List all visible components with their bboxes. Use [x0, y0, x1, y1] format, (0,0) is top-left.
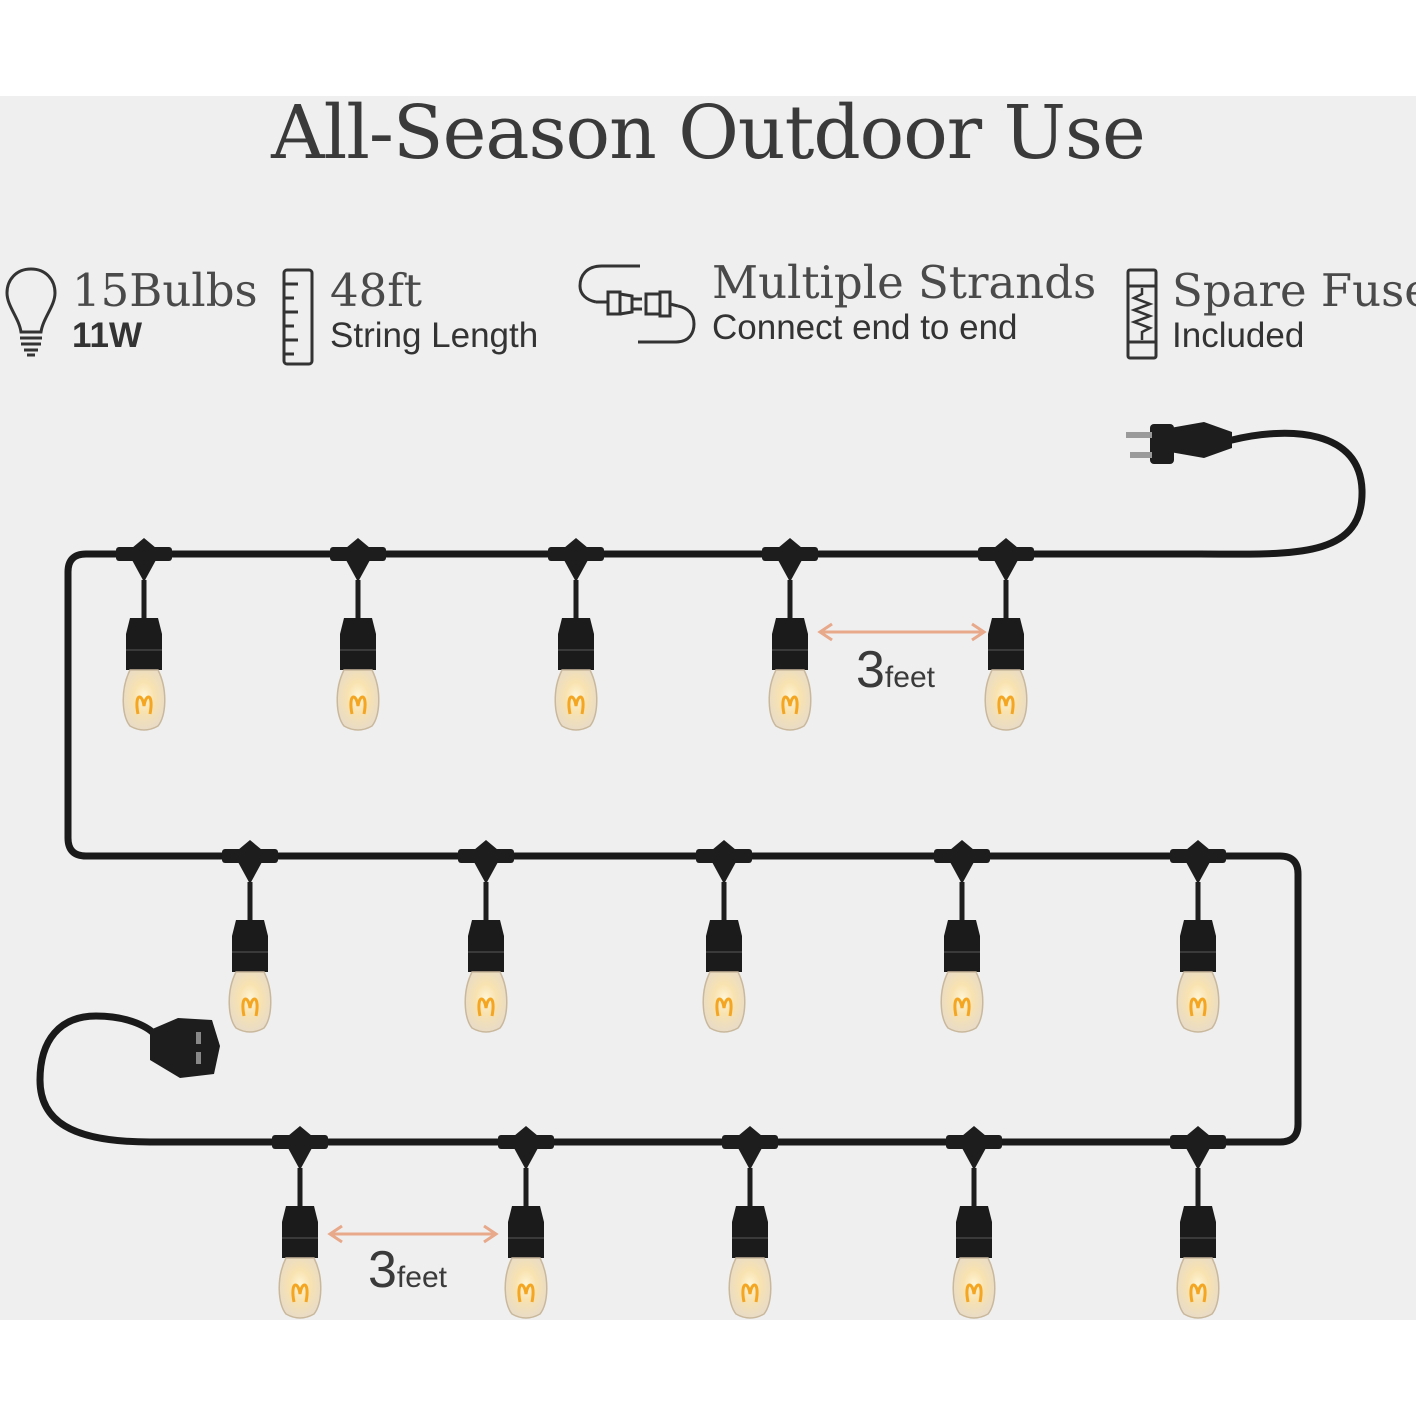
feature-strands-desc: Connect end to end: [712, 308, 1018, 347]
light-bulb: [722, 1126, 778, 1319]
feature-strands-title: Multiple Strands: [712, 256, 1097, 309]
feature-strands: Multiple Strands Connect end to end: [712, 258, 1096, 348]
socket-icon: [150, 1018, 220, 1078]
feature-length-value: 48ft: [330, 264, 422, 317]
connector-plug-icon: [578, 264, 696, 344]
light-bulb: [762, 538, 818, 731]
spacing-number: 3: [856, 641, 885, 699]
feature-bulbs: 15Bulbs 11W: [72, 266, 258, 356]
background-panel: [0, 96, 1416, 1320]
feature-fuse-desc: Included: [1172, 316, 1305, 355]
light-bulb: [498, 1126, 554, 1319]
light-bulb: [330, 538, 386, 731]
ruler-icon: [282, 268, 314, 366]
light-bulb: [548, 538, 604, 731]
light-bulb: [978, 538, 1034, 731]
light-bulb: [458, 840, 514, 1033]
light-bulb: [116, 538, 172, 731]
light-bulb: [946, 1126, 1002, 1319]
spacing-arrow-bottom: [327, 1224, 499, 1244]
light-bulb: [222, 840, 278, 1033]
feature-fuse-title: Spare Fuse: [1172, 264, 1416, 317]
light-bulb: [934, 840, 990, 1033]
plug-icon: [1126, 422, 1232, 464]
spacing-arrow-top: [817, 622, 987, 642]
feature-fuse: Spare Fuse Included: [1172, 266, 1416, 356]
spacing-label-top: 3feet: [856, 640, 935, 700]
spacing-number: 3: [368, 1241, 397, 1299]
feature-length-label: String Length: [330, 316, 539, 355]
spacing-unit: feet: [884, 661, 935, 694]
page-title: All-Season Outdoor Use: [271, 90, 1146, 176]
bulb-icon: [5, 267, 57, 357]
light-bulb: [696, 840, 752, 1033]
light-bulb: [1170, 1126, 1226, 1319]
power-cord: [36, 429, 1366, 1146]
light-bulb: [272, 1126, 328, 1319]
spacing-unit: feet: [396, 1261, 447, 1294]
feature-bulbs-count: 15Bulbs: [72, 264, 258, 317]
spacing-label-bottom: 3feet: [368, 1240, 447, 1300]
feature-length: 48ft String Length: [330, 266, 538, 356]
light-bulb: [1170, 840, 1226, 1033]
fuse-icon: [1126, 268, 1158, 360]
feature-bulbs-wattage: 11W: [72, 316, 143, 355]
